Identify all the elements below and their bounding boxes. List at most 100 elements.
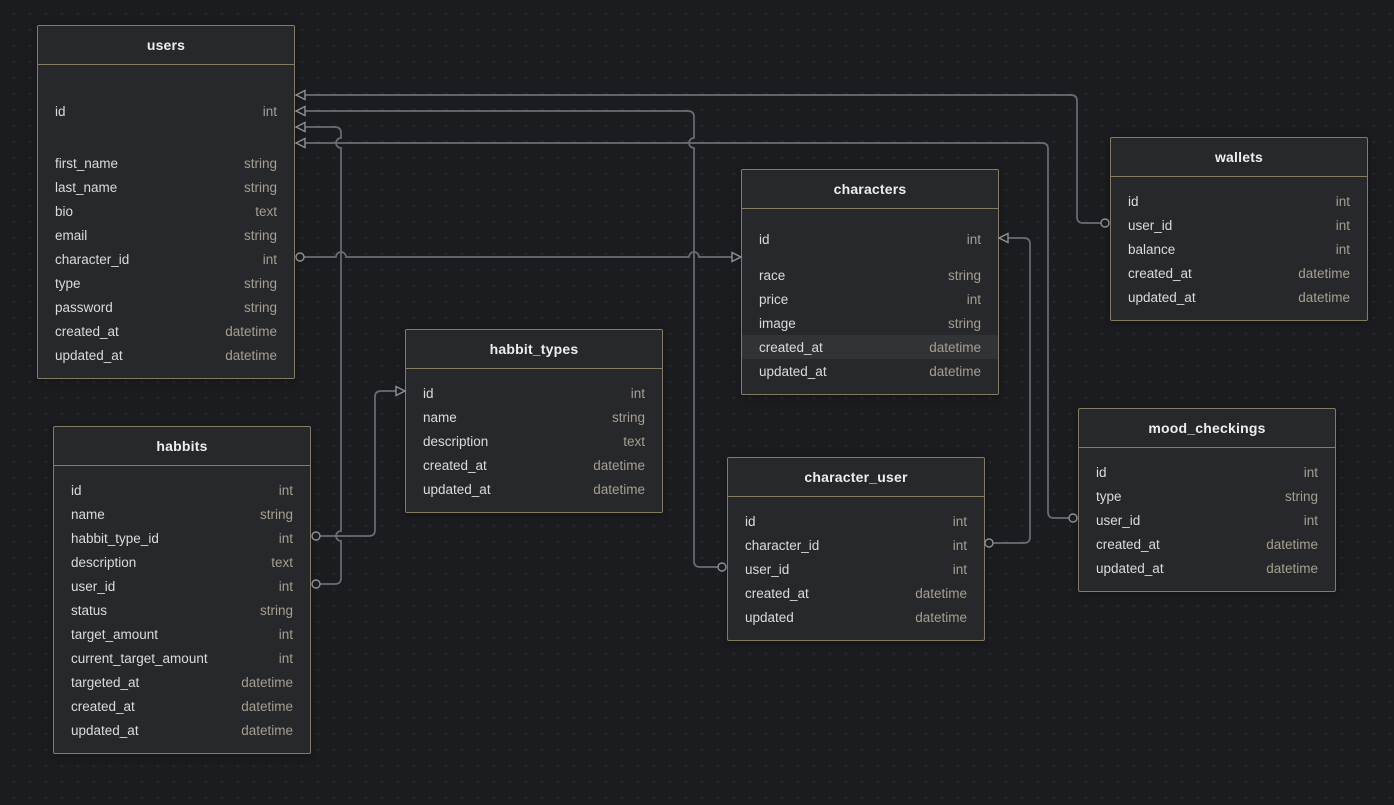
table-title-characters[interactable]: characters	[742, 170, 998, 209]
field-row-characters-race[interactable]: race string	[742, 263, 998, 287]
field-name: id	[423, 385, 434, 401]
table-title-mood_checkings[interactable]: mood_checkings	[1079, 409, 1335, 448]
relationship-habbits.habbit_type_id-to-habbit_types.id[interactable]	[320, 390, 396, 537]
field-type: int	[278, 626, 293, 642]
field-row-character_user-updated[interactable]: updated datetime	[728, 605, 984, 629]
field-name: updated_at	[55, 347, 123, 363]
field-type: int	[278, 530, 293, 546]
field-type: string	[243, 299, 277, 315]
pk-end-arrow-users.id	[294, 105, 306, 117]
relationship-users.character_id-to-characters.id[interactable]	[304, 251, 732, 258]
table-title-habbits[interactable]: habbits	[54, 427, 310, 466]
table-title-users[interactable]: users	[38, 26, 294, 65]
field-type: datetime	[915, 609, 967, 625]
field-type: string	[947, 267, 981, 283]
field-name: character_id	[745, 537, 820, 553]
pk-end-arrow-users.id	[294, 137, 306, 149]
field-type: datetime	[593, 481, 645, 497]
field-type: int	[1335, 217, 1350, 233]
table-title-habbit_types[interactable]: habbit_types	[406, 330, 662, 369]
field-type: int	[966, 291, 981, 307]
field-name: updated	[745, 609, 794, 625]
field-type: string	[1284, 488, 1318, 504]
field-name: created_at	[1128, 265, 1192, 281]
field-type: datetime	[929, 339, 981, 355]
field-name: id	[55, 103, 66, 119]
table-title-wallets[interactable]: wallets	[1111, 138, 1367, 177]
field-name: created_at	[1096, 536, 1160, 552]
field-name: description	[71, 554, 137, 570]
field-row-habbits-habbit_type_id[interactable]: habbit_type_id int	[54, 526, 310, 550]
field-name: race	[759, 267, 786, 283]
field-name: password	[55, 299, 113, 315]
field-name: description	[423, 433, 489, 449]
field-name: habbit_type_id	[71, 530, 159, 546]
field-type: string	[243, 227, 277, 243]
field-type: int	[1303, 464, 1318, 480]
field-name: balance	[1128, 241, 1176, 257]
field-name: created_at	[423, 457, 487, 473]
field-row-users-password[interactable]: password string	[38, 295, 294, 319]
field-name: updated_at	[1096, 560, 1164, 576]
table-title-character_user[interactable]: character_user	[728, 458, 984, 497]
fk-end-circle-wallets.user_id	[1100, 218, 1110, 228]
field-type: datetime	[1298, 265, 1350, 281]
field-name: bio	[55, 203, 74, 219]
field-name: id	[759, 231, 770, 247]
field-type: datetime	[241, 674, 293, 690]
field-row-wallets-created_at[interactable]: created_at datetime	[1111, 261, 1367, 285]
field-type: int	[278, 650, 293, 666]
